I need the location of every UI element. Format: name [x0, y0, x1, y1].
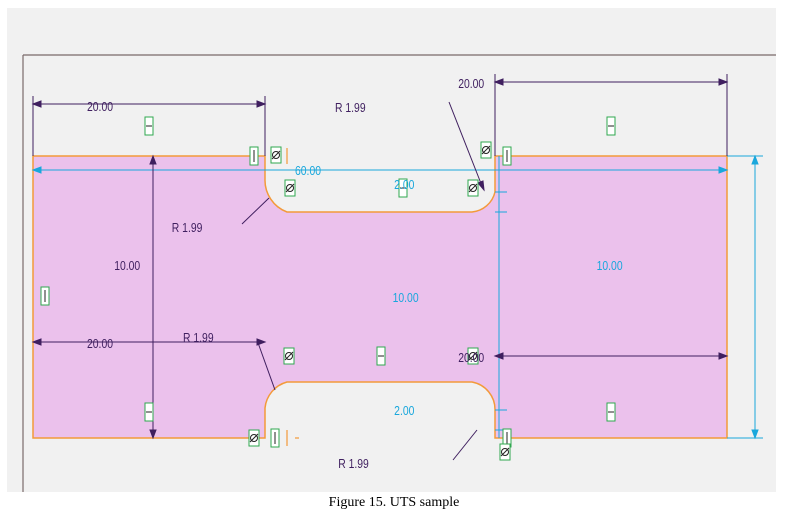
dim-bottom-left-width[interactable]: 20.00	[87, 337, 113, 351]
cad-sketch-viewport: 60.00 10.00 10.00 2.00 2.00 20.00 20.00 …	[7, 8, 776, 492]
dim-middle-height[interactable]: 10.00	[393, 291, 419, 305]
horizontal-constraint-icon[interactable]	[606, 116, 616, 136]
tangent-constraint-icon[interactable]	[467, 179, 479, 197]
tangent-constraint-icon[interactable]	[467, 347, 479, 365]
dim-upper-step[interactable]: 2.00	[394, 178, 415, 192]
horizontal-constraint-icon[interactable]	[398, 178, 408, 198]
vertical-constraint-icon[interactable]	[249, 146, 259, 166]
vertical-constraint-icon[interactable]	[502, 146, 512, 166]
dim-radius-lower-right[interactable]: R 1.99	[338, 457, 369, 471]
constraint-icons	[40, 116, 616, 461]
dim-right-height[interactable]: 10.00	[597, 259, 623, 273]
dim-top-right-width[interactable]: 20.00	[458, 77, 484, 91]
edge-ticks	[286, 148, 299, 446]
tangent-constraint-icon[interactable]	[283, 347, 295, 365]
horizontal-constraint-icon[interactable]	[606, 402, 616, 422]
tangent-constraint-icon[interactable]	[480, 141, 492, 159]
dim-lower-step[interactable]: 2.00	[394, 404, 415, 418]
tangent-constraint-icon[interactable]	[499, 443, 511, 461]
tangent-constraint-icon[interactable]	[248, 429, 260, 447]
cyan-dimensions	[31, 154, 763, 440]
vertical-constraint-icon[interactable]	[270, 428, 280, 448]
dim-top-left-width[interactable]: 20.00	[87, 100, 113, 114]
dim-left-height[interactable]: 10.00	[114, 259, 140, 273]
sketch-canvas[interactable]: 60.00 10.00 10.00 2.00 2.00 20.00 20.00 …	[7, 8, 776, 492]
dim-radius-upper-right[interactable]: R 1.99	[335, 101, 366, 115]
dark-dimensions	[31, 74, 729, 461]
horizontal-constraint-icon[interactable]	[144, 116, 154, 136]
horizontal-constraint-icon[interactable]	[376, 346, 386, 366]
horizontal-constraint-icon[interactable]	[144, 402, 154, 422]
dim-radius-lower-left[interactable]: R 1.99	[183, 331, 214, 345]
dim-bottom-right-width[interactable]: 20.00	[458, 351, 484, 365]
dim-radius-upper-left[interactable]: R 1.99	[172, 221, 203, 235]
specimen-profile[interactable]	[32, 155, 728, 439]
vertical-constraint-icon[interactable]	[40, 286, 50, 306]
tangent-constraint-icon[interactable]	[284, 179, 296, 197]
figure-caption: Figure 15. UTS sample	[328, 495, 460, 510]
dim-total-length[interactable]: 60.00	[295, 164, 321, 178]
tangent-constraint-icon[interactable]	[270, 146, 282, 164]
